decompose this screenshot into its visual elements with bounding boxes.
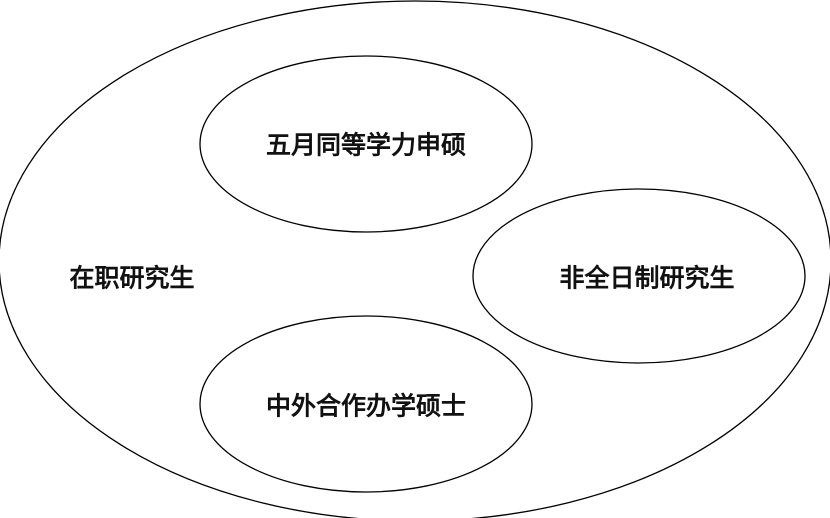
bottom-ellipse-label: 中外合作办学硕士 [266, 392, 466, 421]
top-ellipse-label: 五月同等学力申硕 [266, 131, 466, 160]
outer-label: 在职研究生 [69, 264, 194, 293]
bottom-ellipse [199, 315, 533, 493]
top-ellipse [199, 55, 533, 233]
right-ellipse [472, 188, 806, 364]
right-ellipse-label: 非全日制研究生 [559, 264, 734, 293]
